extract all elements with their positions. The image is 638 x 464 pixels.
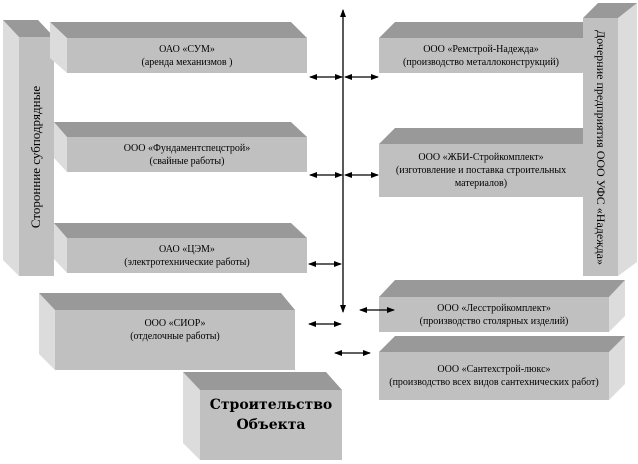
block-tsem <box>54 223 307 273</box>
box-desc: (отделочные работы) <box>130 331 220 342</box>
box-desc: (производство столярных изделий) <box>419 315 569 327</box>
block-lesstroy <box>379 280 625 332</box>
box-santeh: ООО «Сантехстрой-люкс» (производство все… <box>385 352 603 400</box>
block-center <box>183 372 342 460</box>
center-line1: Строительство <box>209 397 333 413</box>
box-fund: ООО «Фундаментспецстрой» (свайные работы… <box>67 137 307 172</box>
box-title: ОАО «СУМ» <box>159 43 215 55</box>
right-group-text: Дочерние предприятия ООО УФС «Надежда» <box>594 29 609 265</box>
box-desc: (производство всех видов сантехнических … <box>389 377 599 388</box>
box-desc: (свайные работы) <box>149 155 225 167</box>
box-remstroy: ООО «Ремстрой-Надежда» (производство мет… <box>379 38 583 73</box>
left-group-text: Сторонние субподрядные <box>28 85 44 228</box>
left-group-label: Сторонние субподрядные <box>19 37 54 276</box>
block-santeh <box>379 336 625 400</box>
box-sum: ОАО «СУМ» (аренда механизмов ) <box>67 38 307 73</box>
box-lesstroy: ООО «Лесстройкомплект» (производство сто… <box>379 297 609 332</box>
box-tsem: ОАО «ЦЭМ» (электротехнические работы) <box>67 238 307 273</box>
block-remstroy <box>379 22 583 73</box>
box-title: ООО «СИОР» <box>144 318 206 329</box>
block-sum <box>50 22 307 73</box>
box-desc: (электротехнические работы) <box>124 256 250 268</box>
right-group-block <box>583 3 637 276</box>
box-desc: (производство металлоконструкций) <box>403 56 559 68</box>
box-title: ООО «Фундаментспецстрой» <box>123 142 251 154</box>
left-group-block <box>3 20 54 276</box>
block-sior <box>39 293 295 370</box>
block-fund <box>54 122 307 172</box>
block-zhbi <box>379 128 583 197</box>
box-center: Строительство Объекта <box>200 390 342 440</box>
box-title: ООО «Лесстройкомплект» <box>437 302 551 314</box>
box-desc: (изготовление и поставка строительных ма… <box>395 165 567 189</box>
box-title: ООО «ЖБИ-Стройкомплект» <box>418 152 544 163</box>
center-line2: Объекта <box>236 417 306 433</box>
box-sior: ООО «СИОР» (отделочные работы) <box>55 310 295 350</box>
connectors <box>308 9 395 356</box>
box-title: ОАО «ЦЭМ» <box>159 243 215 255</box>
right-group-label: Дочерние предприятия ООО УФС «Надежда» <box>583 18 618 276</box>
box-title: ООО «Ремстрой-Надежда» <box>423 43 539 55</box>
box-title: ООО «Сантехстрой-люкс» <box>437 364 551 375</box>
box-desc: (аренда механизмов ) <box>141 56 233 68</box>
box-zhbi: ООО «ЖБИ-Стройкомплект» (изготовление и … <box>379 144 583 197</box>
